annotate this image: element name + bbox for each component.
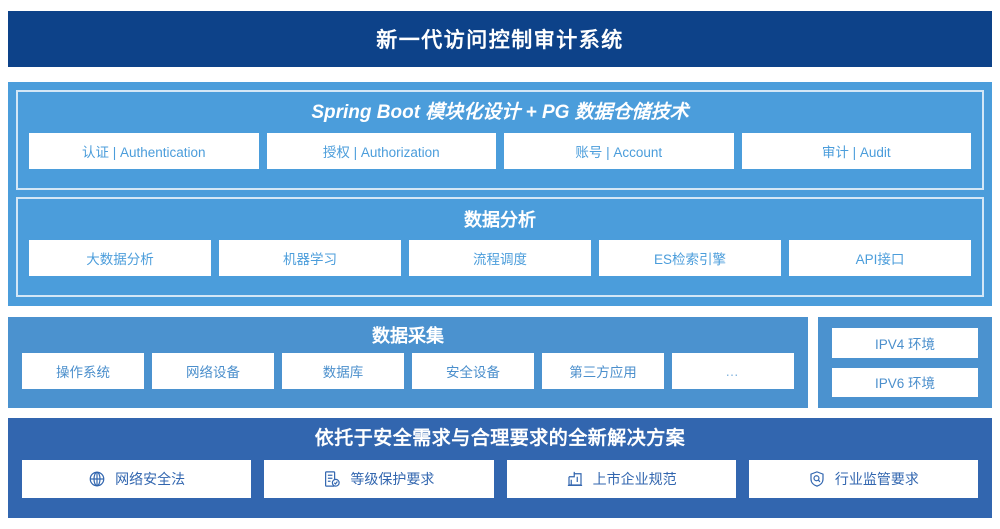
header-bar: 新一代访问控制审计系统 (8, 11, 992, 67)
chip-label: 第三方应用 (569, 365, 637, 380)
shield-search-icon (808, 470, 826, 488)
chip-label: 数据库 (322, 365, 364, 380)
chip-label: 上市企业规范 (592, 471, 677, 487)
data-analysis-group: 数据分析 大数据分析 机器学习 流程调度 ES检索引擎 API接口 (16, 197, 984, 297)
chip-label: 安全设备 (446, 365, 500, 380)
data-collection-panel: 数据采集 操作系统 网络设备 数据库 安全设备 第三方应用 … (8, 317, 808, 408)
data-collection-chip-row: 操作系统 网络设备 数据库 安全设备 第三方应用 … (8, 353, 808, 389)
chip-es-search-engine[interactable]: ES检索引擎 (599, 240, 781, 276)
chip-listed-enterprise-standard[interactable]: 上市企业规范 (506, 460, 736, 498)
chip-industry-regulation[interactable]: 行业监管要求 (748, 460, 978, 498)
chip-network-device[interactable]: 网络设备 (152, 353, 274, 389)
chip-label: 等级保护要求 (350, 471, 435, 487)
chip-third-party-app[interactable]: 第三方应用 (542, 353, 664, 389)
chip-authorization[interactable]: 授权 | Authorization (266, 133, 496, 169)
chip-security-device[interactable]: 安全设备 (412, 353, 534, 389)
chip-api-interface[interactable]: API接口 (789, 240, 971, 276)
solution-panel-title: 依托于安全需求与合理要求的全新解决方案 (314, 428, 686, 449)
chip-machine-learning[interactable]: 机器学习 (219, 240, 401, 276)
chip-label: 账号 | Account (575, 145, 663, 160)
ip-environment-chip-list: IPV4 环境 IPV6 环境 (818, 317, 992, 408)
ip-environment-panel: IPV4 环境 IPV6 环境 (818, 317, 992, 408)
chip-label: IPV4 环境 (874, 336, 936, 352)
page-title: 新一代访问控制审计系统 (376, 29, 624, 52)
chip-classified-protection[interactable]: 等级保护要求 (264, 460, 494, 498)
chip-label: 网络设备 (186, 365, 240, 380)
chip-label: IPV6 环境 (874, 376, 936, 392)
chip-label: 流程调度 (473, 252, 527, 267)
chip-account[interactable]: 账号 | Account (504, 133, 734, 169)
chip-ipv4-environment[interactable]: IPV4 环境 (832, 328, 978, 358)
spring-boot-group-title: Spring Boot 模块化设计 + PG 数据仓储技术 (311, 102, 689, 123)
chip-label: 网络安全法 (115, 471, 186, 487)
solution-panel: 依托于安全需求与合理要求的全新解决方案 网络安全法 (8, 418, 992, 518)
chip-label: … (725, 363, 741, 379)
document-check-icon (323, 470, 341, 488)
chip-label: 审计 | Audit (821, 145, 891, 160)
chip-process-scheduling[interactable]: 流程调度 (409, 240, 591, 276)
chip-more-ellipsis[interactable]: … (672, 353, 794, 389)
spring-boot-group: Spring Boot 模块化设计 + PG 数据仓储技术 认证 | Authe… (16, 90, 984, 190)
chip-label: 机器学习 (283, 252, 337, 267)
data-analysis-group-title: 数据分析 (464, 210, 536, 230)
chip-authentication[interactable]: 认证 | Authentication (29, 133, 259, 169)
chip-label: 认证 | Authentication (81, 145, 206, 160)
chip-cybersecurity-law[interactable]: 网络安全法 (22, 460, 252, 498)
chip-label: 操作系统 (56, 365, 110, 380)
chip-label: 授权 | Authorization (322, 145, 440, 160)
data-analysis-chip-row: 大数据分析 机器学习 流程调度 ES检索引擎 API接口 (29, 240, 971, 276)
spring-boot-chip-row: 认证 | Authentication 授权 | Authorization 账… (29, 133, 971, 169)
data-collection-title: 数据采集 (372, 326, 444, 346)
chip-label: API接口 (855, 252, 905, 267)
bank-building-icon (566, 470, 584, 488)
solution-chip-row: 网络安全法 等级保护要求 (8, 460, 992, 498)
chip-audit[interactable]: 审计 | Audit (741, 133, 971, 169)
chip-ipv6-environment[interactable]: IPV6 环境 (832, 367, 978, 397)
chip-label: ES检索引擎 (653, 252, 726, 267)
chip-database[interactable]: 数据库 (282, 353, 404, 389)
globe-icon (88, 470, 106, 488)
chip-big-data-analysis[interactable]: 大数据分析 (29, 240, 211, 276)
chip-label: 行业监管要求 (834, 471, 919, 487)
platform-panel: Spring Boot 模块化设计 + PG 数据仓储技术 认证 | Authe… (8, 82, 992, 306)
chip-label: 大数据分析 (86, 252, 154, 267)
chip-operating-system[interactable]: 操作系统 (22, 353, 144, 389)
